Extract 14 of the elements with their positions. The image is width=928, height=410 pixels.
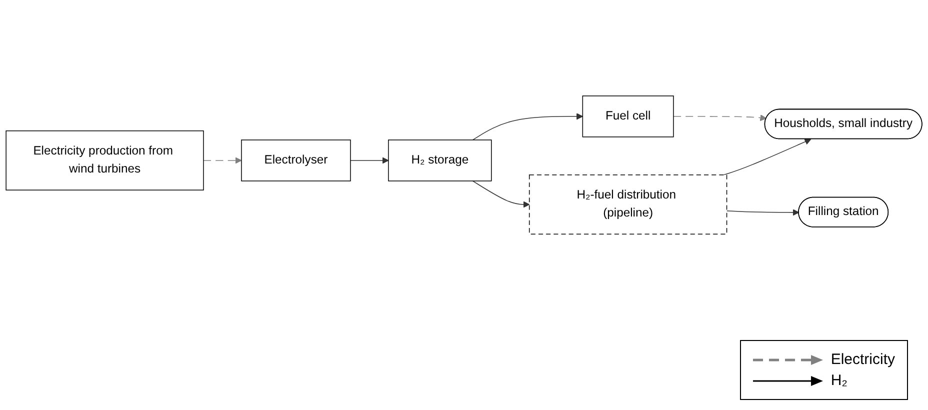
arrow <box>673 114 767 122</box>
arrow <box>472 180 530 208</box>
arrow <box>203 157 242 164</box>
arrow <box>350 157 389 164</box>
arrow <box>472 113 583 140</box>
node-box: Fuel cell <box>582 96 674 138</box>
arrow <box>726 209 800 216</box>
node-box: H₂-fuel distribution (pipeline) <box>528 174 728 234</box>
legend-label: Electricity <box>830 351 895 368</box>
node-box: H₂ storage <box>388 140 492 182</box>
arrow <box>723 138 812 176</box>
legend-label: H₂ <box>830 372 848 389</box>
node-box: Electricity production from wind turbines <box>6 130 204 190</box>
node-box: Electrolyser <box>241 140 351 182</box>
